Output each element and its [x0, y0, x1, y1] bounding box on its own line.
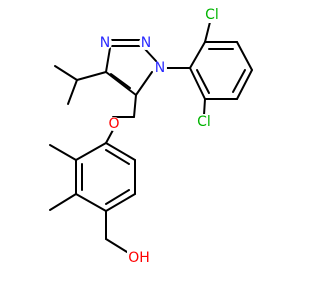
molecule-canvas: N N N O OH Cl Cl	[49, 7, 253, 266]
bond	[204, 21, 211, 43]
bond	[232, 69, 246, 93]
bond	[105, 238, 128, 253]
bond	[75, 193, 107, 212]
bond	[110, 73, 131, 89]
atom-label: OH	[128, 250, 150, 266]
bond	[105, 142, 136, 161]
bond	[105, 129, 114, 144]
bond-layer	[49, 21, 253, 253]
atom-cl-bottom: Cl	[195, 114, 213, 130]
atom-oh: OH	[127, 250, 150, 266]
bond	[133, 94, 137, 118]
bond	[236, 69, 253, 100]
bond	[196, 69, 210, 94]
bond	[76, 71, 107, 81]
bond	[189, 41, 206, 69]
bond	[105, 71, 137, 96]
bond	[49, 193, 77, 211]
bond	[135, 71, 153, 96]
bond	[143, 47, 157, 62]
bond	[105, 149, 130, 165]
atom-label: O	[108, 116, 119, 132]
atom-n3: N	[139, 35, 153, 51]
bond	[203, 98, 206, 116]
atom-label: Cl	[197, 114, 211, 130]
atom-label: N	[141, 35, 151, 51]
atom-label: N	[100, 35, 110, 51]
bond	[67, 79, 78, 105]
bond	[54, 65, 78, 81]
atom-n1: N	[153, 60, 167, 76]
atom-o-ether: O	[107, 116, 121, 132]
bond	[75, 142, 107, 161]
atom-n2: N	[98, 35, 112, 51]
bond	[49, 144, 77, 161]
bond	[105, 189, 130, 205]
bond	[105, 193, 136, 212]
atom-cl-top: Cl	[203, 7, 221, 23]
atom-label: Cl	[205, 7, 219, 23]
atom-layer: N N N O OH Cl Cl	[98, 7, 221, 266]
bond	[189, 67, 206, 100]
bond	[236, 41, 253, 71]
bond	[105, 47, 111, 73]
structure-diagram: N N N O OH Cl Cl	[49, 7, 253, 266]
atom-label: N	[155, 60, 165, 76]
